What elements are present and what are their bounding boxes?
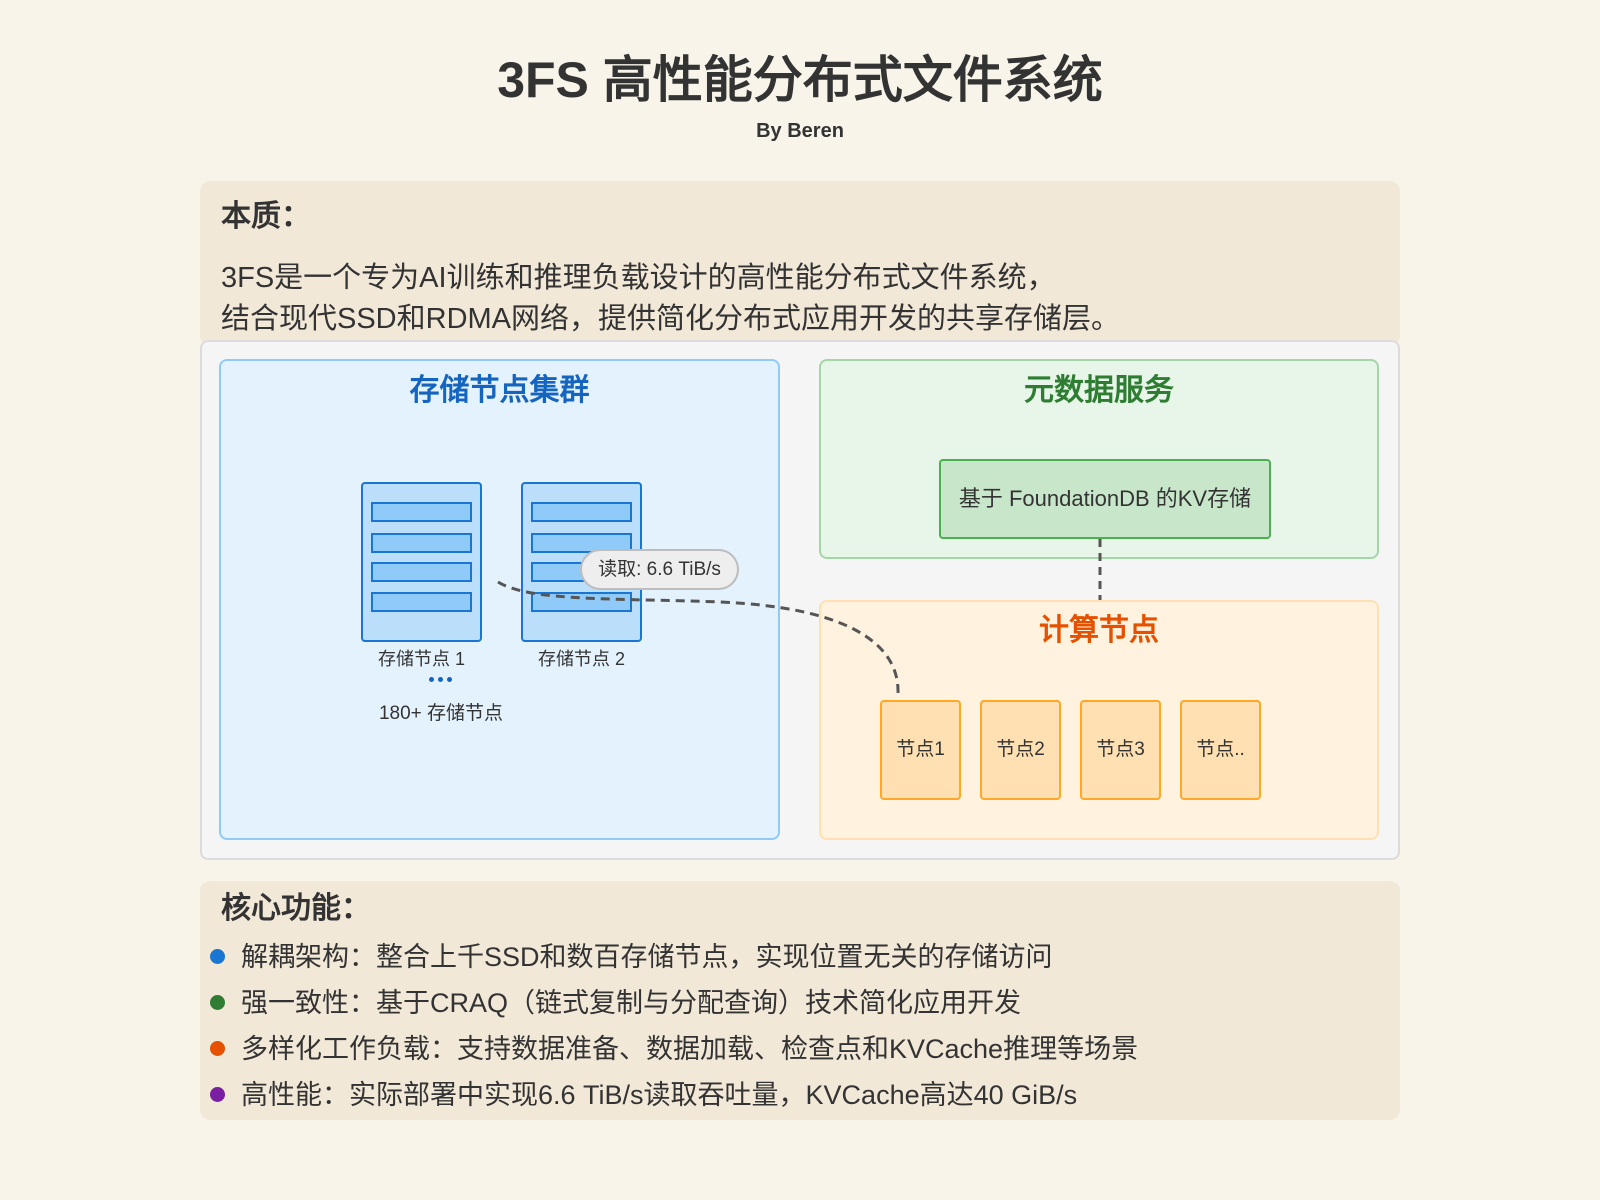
drive-slot [371, 502, 472, 522]
essence-panel: 本质： 3FS是一个专为AI训练和推理负载设计的高性能分布式文件系统， 结合现代… [200, 181, 1400, 346]
essence-line: 结合现代SSD和RDMA网络，提供简化分布式应用开发的共享存储层。 [221, 303, 1121, 335]
feature-item: 多样化工作负载：支持数据准备、数据加载、检查点和KVCache推理等场景 [200, 1029, 1400, 1069]
feature-item: 强一致性：基于CRAQ（链式复制与分配查询）技术简化应用开发 [200, 983, 1400, 1023]
compute-node: 节点2 [980, 700, 1061, 800]
page-title: 3FS 高性能分布式文件系统 [497, 52, 1103, 108]
drive-slot [371, 562, 472, 582]
essence-line: 3FS是一个专为AI训练和推理负载设计的高性能分布式文件系统， [221, 262, 1056, 294]
feature-item: 高性能：实际部署中实现6.6 TiB/s读取吞吐量，KVCache高达40 Gi… [200, 1075, 1400, 1115]
author-byline: By Beren [756, 120, 844, 142]
storage-cluster-panel: 存储节点集群 存储节点 1 存储节点 2 180+ 存储节点 [219, 359, 780, 840]
feature-text: 解耦架构：整合上千SSD和数百存储节点，实现位置无关的存储访问 [241, 942, 1053, 972]
compute-nodes-panel: 计算节点 节点1 节点2 节点3 节点.. [819, 600, 1379, 840]
core-features-heading: 核心功能： [221, 892, 371, 925]
storage-node-label: 存储节点 2 [537, 649, 625, 669]
storage-node-count: 180+ 存储节点 [378, 703, 504, 724]
metadata-service-panel: 元数据服务 基于 FoundationDB 的KV存储 [819, 359, 1379, 559]
core-features-panel: 核心功能： 解耦架构：整合上千SSD和数百存储节点，实现位置无关的存储访问 强一… [200, 881, 1400, 1120]
feature-text: 多样化工作负载：支持数据准备、数据加载、检查点和KVCache推理等场景 [241, 1034, 1139, 1064]
drive-slot [531, 592, 632, 612]
drive-slot [371, 592, 472, 612]
feature-text: 高性能：实际部署中实现6.6 TiB/s读取吞吐量，KVCache高达40 Gi… [241, 1080, 1078, 1110]
compute-node: 节点3 [1080, 700, 1161, 800]
bullet-icon [210, 1041, 225, 1056]
drive-slot [531, 502, 632, 522]
feature-item: 解耦架构：整合上千SSD和数百存储节点，实现位置无关的存储访问 [200, 937, 1400, 977]
bullet-icon [210, 1087, 225, 1102]
storage-node-label: 存储节点 1 [377, 649, 465, 669]
bullet-icon [210, 995, 225, 1010]
storage-server-icon [361, 482, 482, 642]
compute-node: 节点1 [880, 700, 961, 800]
architecture-diagram: 存储节点集群 存储节点 1 存储节点 2 180+ 存储节点 元数据服务 [200, 340, 1400, 860]
bullet-icon [210, 949, 225, 964]
read-throughput-badge: 读取: 6.6 TiB/s [580, 549, 739, 590]
compute-node: 节点.. [1180, 700, 1261, 800]
drive-slot [371, 533, 472, 553]
essence-heading: 本质： [221, 200, 311, 233]
kv-store-box: 基于 FoundationDB 的KV存储 [939, 459, 1271, 539]
metadata-service-title: 元数据服务 [1024, 374, 1174, 407]
storage-cluster-title: 存储节点集群 [409, 374, 590, 407]
compute-nodes-title: 计算节点 [1039, 614, 1159, 647]
feature-text: 强一致性：基于CRAQ（链式复制与分配查询）技术简化应用开发 [241, 988, 1022, 1018]
ellipsis-icon [426, 677, 456, 683]
drive-slot [531, 533, 632, 553]
